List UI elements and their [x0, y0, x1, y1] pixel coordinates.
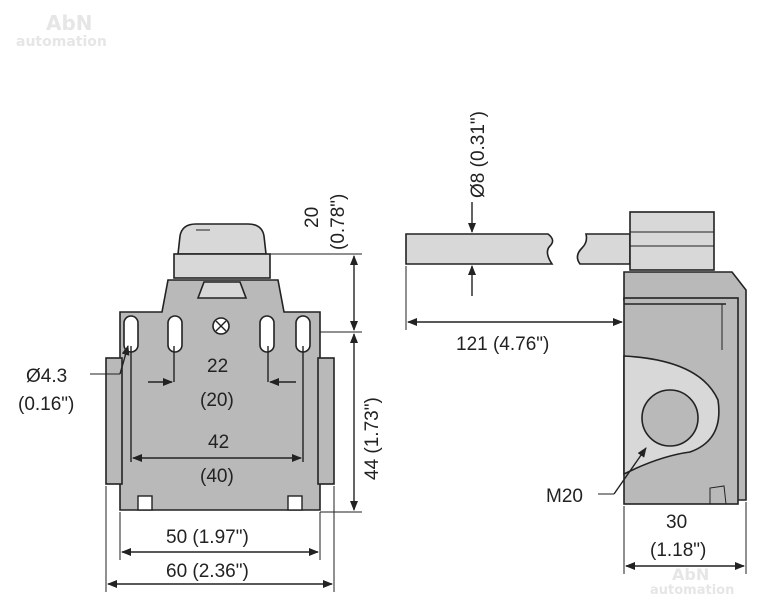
hole-diameter-label: Ø4.3	[26, 366, 67, 387]
front-view	[105, 223, 335, 511]
base-width-label: 50 (1.97")	[166, 527, 249, 548]
front-dimensions	[90, 253, 362, 592]
rod-right	[576, 233, 631, 265]
top-height-label: 20	[302, 207, 323, 228]
outer-spacing-label: 42	[208, 432, 229, 453]
side-dimensions	[405, 202, 747, 574]
rod-left	[405, 233, 554, 265]
left-flange	[105, 357, 123, 485]
top-height-inch-label: (0.78")	[328, 194, 349, 250]
plunger-cap	[177, 223, 267, 255]
depth-label: 30	[666, 512, 687, 533]
mounting-slot-3	[259, 315, 275, 353]
rod-diameter-label: Ø8 (0.31")	[468, 111, 489, 198]
rod-length-label: 121 (4.76")	[456, 334, 549, 355]
hole-diameter-inch-label: (0.16")	[18, 394, 74, 415]
plunger-collar	[173, 253, 271, 279]
total-width-label: 60 (2.36")	[166, 561, 249, 582]
right-flange	[317, 357, 335, 485]
thread-label: M20	[546, 486, 583, 507]
side-plunger	[629, 211, 715, 271]
depth-inch-label: (1.18")	[650, 540, 706, 561]
watermark-text: automation	[16, 34, 107, 50]
outer-spacing-alt-label: (40)	[200, 466, 234, 487]
watermark-logo-bottom: AbN	[672, 565, 709, 584]
watermark-text-bottom: automation	[650, 583, 734, 598]
side-view	[405, 211, 747, 505]
inner-spacing-alt-label: (20)	[200, 390, 234, 411]
watermark-logo: AbN	[46, 11, 93, 35]
mounting-slot-2	[167, 315, 183, 353]
inner-spacing-label: 22	[207, 356, 228, 377]
conduit-entry	[641, 389, 699, 447]
body-height-label: 44 (1.73")	[362, 397, 383, 480]
